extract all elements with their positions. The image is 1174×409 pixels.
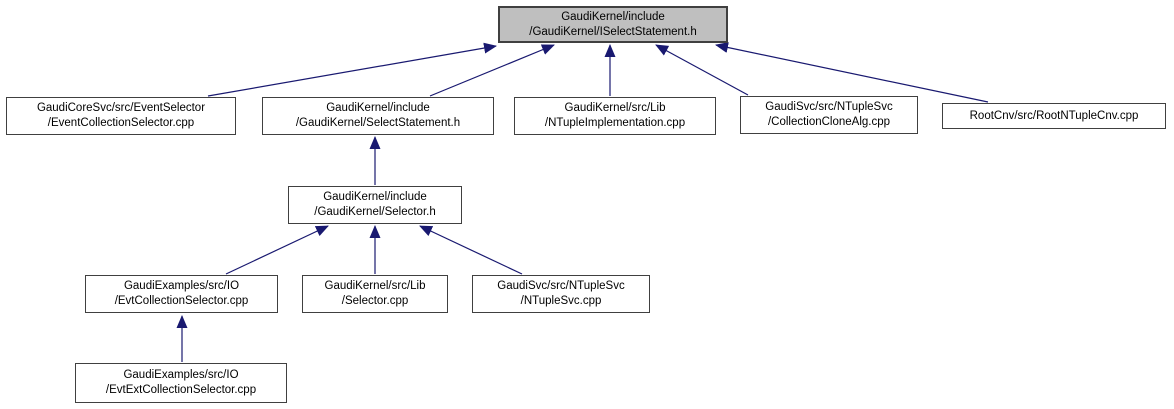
graph-node-eventcollectionselector-cpp[interactable]: GaudiCoreSvc/src/EventSelector/EventColl… <box>6 97 236 135</box>
graph-node-label-line: GaudiCoreSvc/src/EventSelector <box>36 102 206 114</box>
edge-evtcollectionselector-cpp-to-selector-h <box>225 225 329 275</box>
graph-node-label-line: GaudiKernel/include <box>326 102 430 114</box>
edge-rootntuplecnv-cpp-to-iselectstatement-h <box>715 42 989 103</box>
graph-node-label-line: /CollectionCloneAlg.cpp <box>767 116 891 128</box>
edge-selectstatement-h-to-iselectstatement-h <box>429 44 555 97</box>
graph-node-label-line: /GaudiKernel/SelectStatement.h <box>295 117 461 129</box>
edge-collectionclonealg-cpp-to-iselectstatement-h <box>655 44 749 96</box>
graph-node-label-line: GaudiExamples/src/IO <box>123 369 239 381</box>
graph-node-label-line: /EvtCollectionSelector.cpp <box>114 295 249 307</box>
graph-node-iselectstatement-h[interactable]: GaudiKernel/include/GaudiKernel/ISelectS… <box>498 6 728 43</box>
graph-node-ntupleimplementation-cpp[interactable]: GaudiKernel/src/Lib/NTupleImplementation… <box>514 97 716 135</box>
graph-node-rootntuplecnv-cpp[interactable]: RootCnv/src/RootNTupleCnv.cpp <box>942 103 1166 129</box>
graph-node-label-line: GaudiExamples/src/IO <box>123 280 240 292</box>
graph-node-label-line: GaudiKernel/src/Lib <box>564 102 666 114</box>
edge-ntuplesvc-cpp-to-selector-h <box>419 225 523 275</box>
graph-node-evtcollectionselector-cpp[interactable]: GaudiExamples/src/IO/EvtCollectionSelect… <box>85 275 278 313</box>
graph-node-label-line: GaudiSvc/src/NTupleSvc <box>497 280 625 292</box>
graph-node-evtextcollectionselector-cpp[interactable]: GaudiExamples/src/IO/EvtExtCollectionSel… <box>75 363 287 403</box>
graph-node-collectionclonealg-cpp[interactable]: GaudiSvc/src/NTupleSvc/CollectionCloneAl… <box>740 96 918 134</box>
graph-node-selector-h[interactable]: GaudiKernel/include/GaudiKernel/Selector… <box>288 186 462 224</box>
graph-node-label-line: GaudiSvc/src/NTupleSvc <box>765 101 893 113</box>
graph-node-label-line: /GaudiKernel/Selector.h <box>314 206 436 218</box>
graph-node-ntuplesvc-cpp[interactable]: GaudiSvc/src/NTupleSvc/NTupleSvc.cpp <box>472 275 650 313</box>
graph-node-label-line: GaudiKernel/src/Lib <box>324 280 426 292</box>
graph-node-label-line: GaudiKernel/include <box>323 191 427 203</box>
graph-node-label-line: /NTupleImplementation.cpp <box>544 117 686 129</box>
graph-node-label-line: /EvtExtCollectionSelector.cpp <box>105 384 257 396</box>
graph-node-label-line: GaudiKernel/include <box>561 10 665 23</box>
graph-node-label-line: /Selector.cpp <box>341 295 409 307</box>
graph-node-label-line: RootCnv/src/RootNTupleCnv.cpp <box>969 109 1139 122</box>
graph-node-label-line: /NTupleSvc.cpp <box>520 295 602 307</box>
edge-eventcollectionselector-cpp-to-iselectstatement-h <box>207 42 497 97</box>
graph-node-selector-cpp[interactable]: GaudiKernel/src/Lib/Selector.cpp <box>302 275 448 313</box>
graph-node-label-line: /GaudiKernel/ISelectStatement.h <box>529 25 697 38</box>
graph-node-label-line: /EventCollectionSelector.cpp <box>47 117 195 129</box>
graph-node-selectstatement-h[interactable]: GaudiKernel/include/GaudiKernel/SelectSt… <box>262 97 494 135</box>
